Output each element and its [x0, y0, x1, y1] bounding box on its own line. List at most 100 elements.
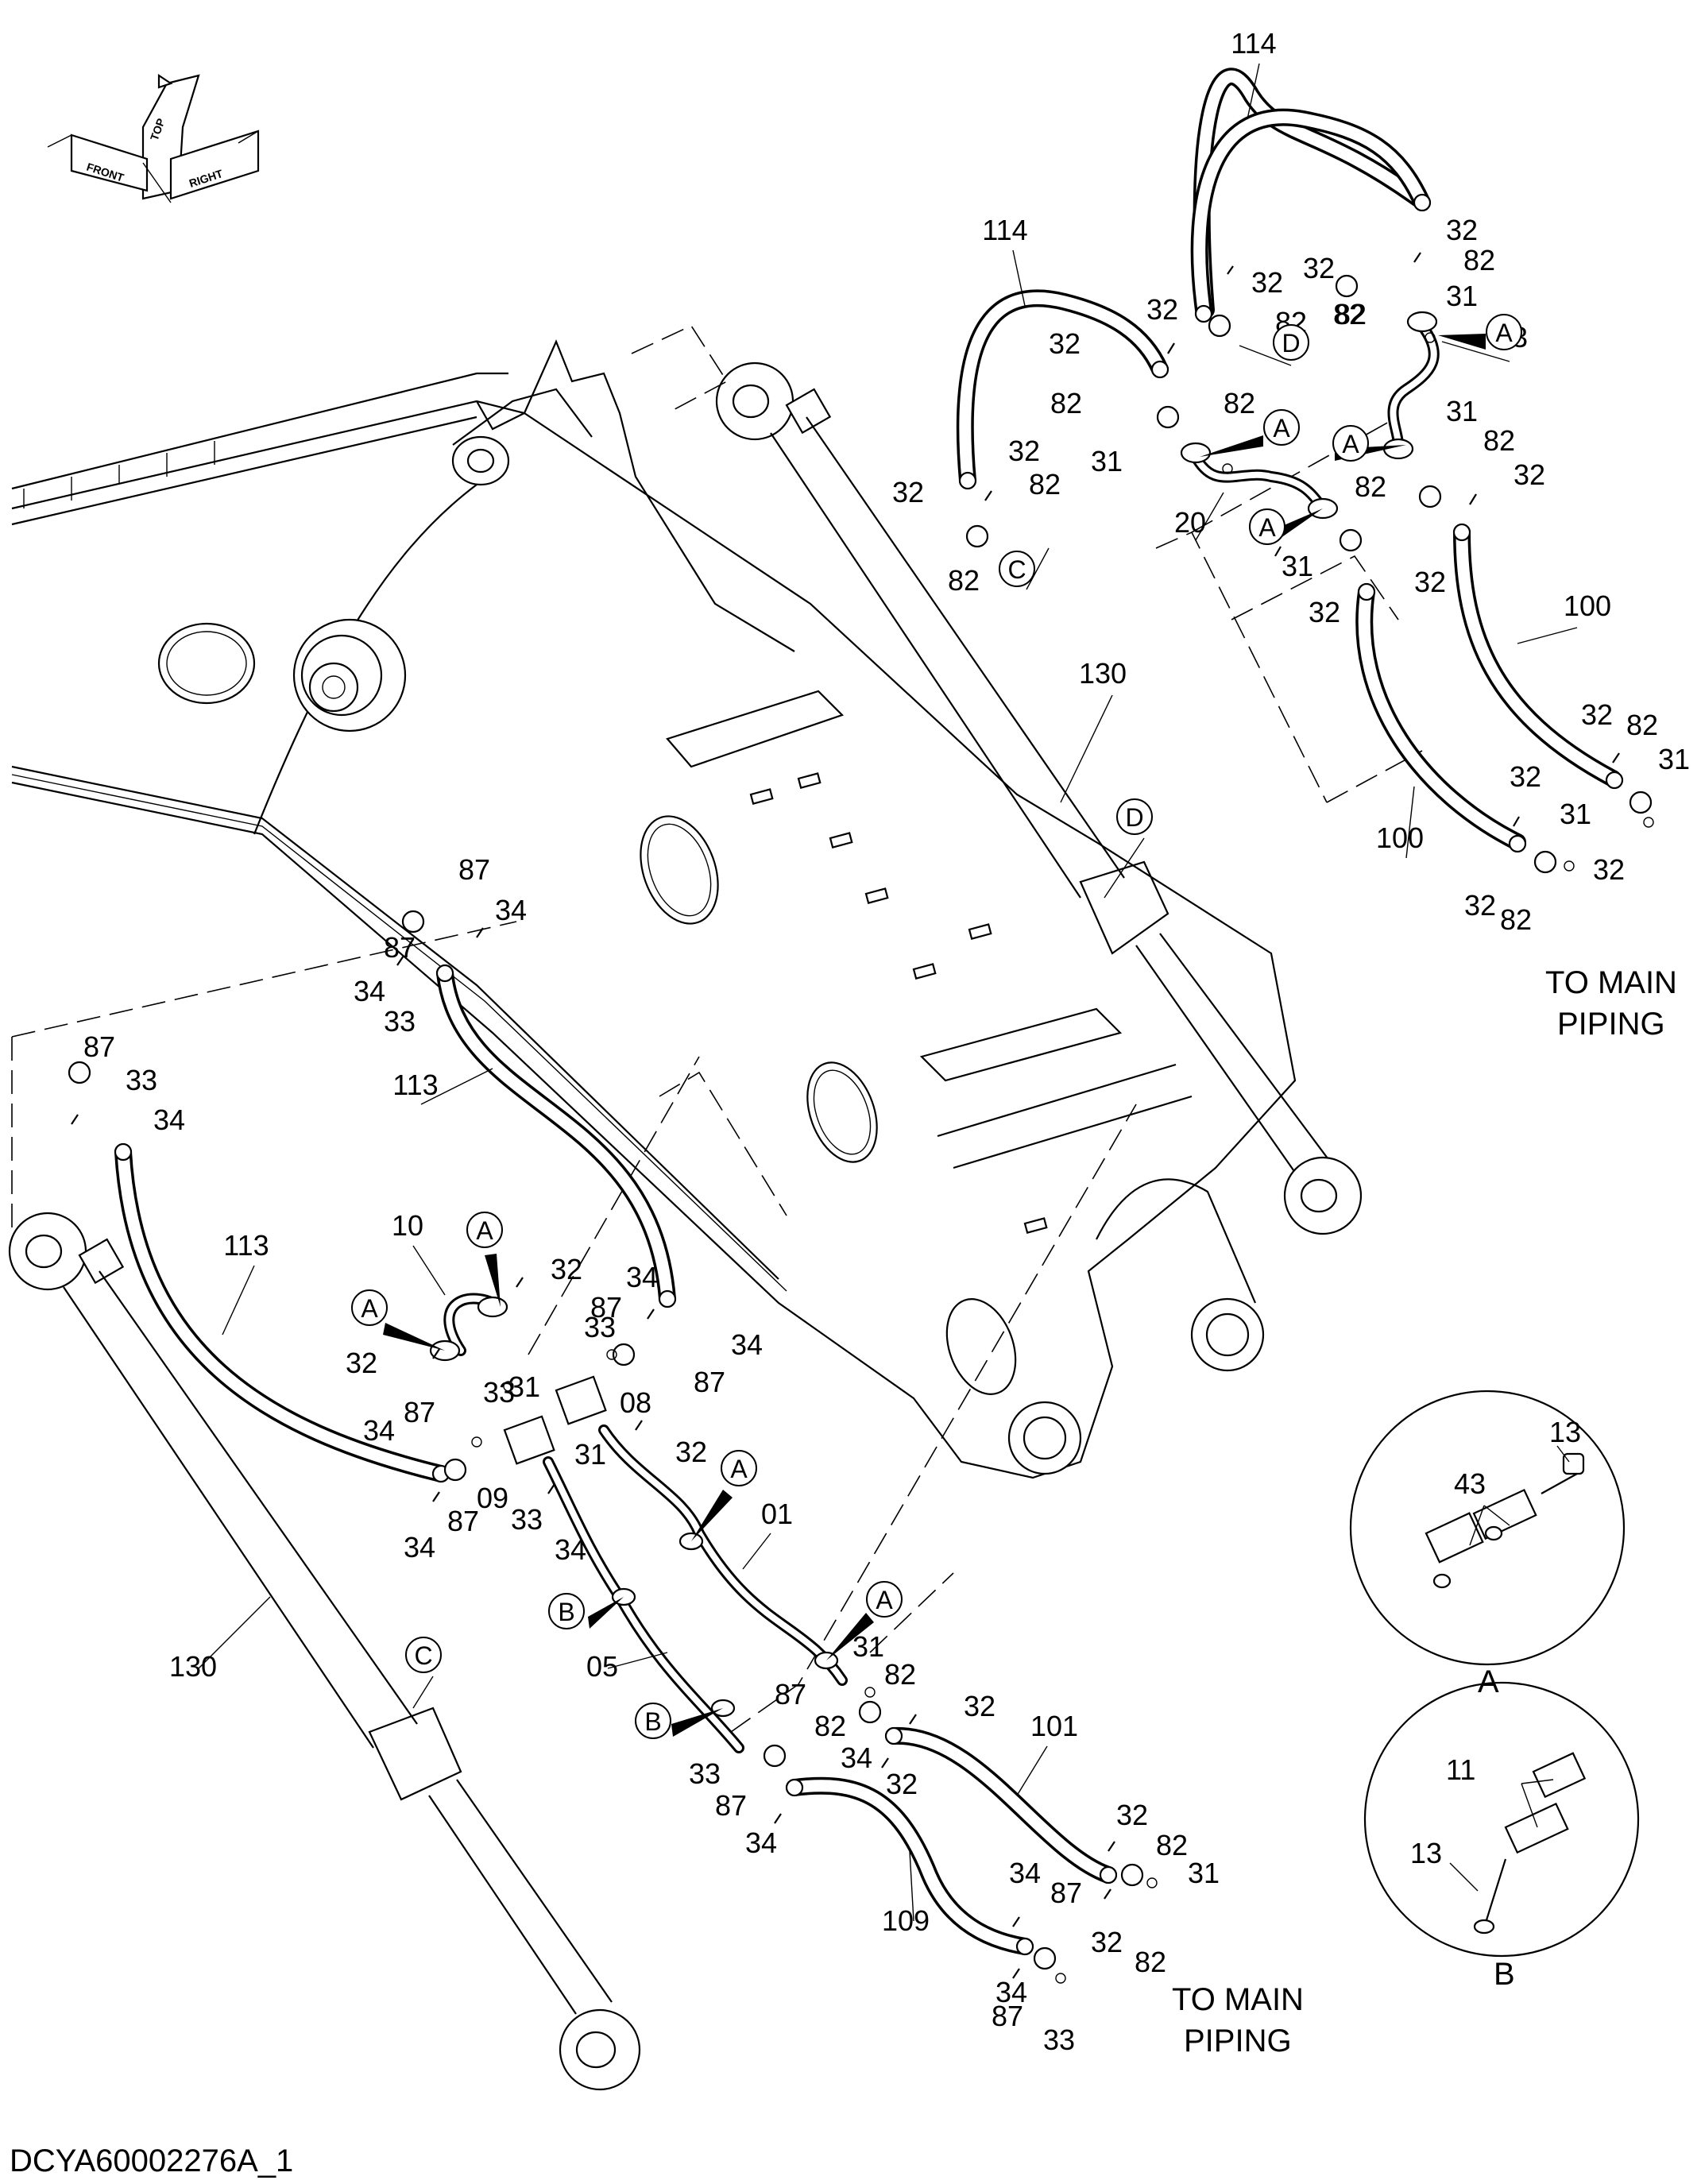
part-callout-32: 32 — [892, 476, 924, 508]
part-callout-87: 87 — [775, 1678, 806, 1710]
part-callout-34: 34 — [745, 1826, 777, 1859]
part-callout-34: 34 — [495, 894, 527, 926]
ref-letter-D: D — [1125, 803, 1143, 832]
part-callout-32: 32 — [1581, 698, 1613, 731]
ref-letter-A: A — [476, 1216, 493, 1245]
part-callout-34: 34 — [626, 1261, 658, 1293]
part-callout-32: 32 — [1514, 458, 1545, 491]
part-callout-87: 87 — [83, 1030, 115, 1063]
part-callout-32: 32 — [1446, 214, 1478, 246]
part-callout-05: 05 — [586, 1650, 618, 1683]
part-callout-31: 31 — [1560, 798, 1591, 830]
detail-B-title: B — [1494, 1957, 1515, 1992]
part-callout-34: 34 — [731, 1328, 763, 1361]
ref-circle-A: A — [1263, 409, 1300, 446]
part-callout-31: 31 — [1091, 445, 1123, 477]
part-callout-87: 87 — [458, 853, 490, 886]
part-callout-87: 87 — [694, 1366, 725, 1398]
part-callout-33: 33 — [1043, 2024, 1075, 2056]
part-callout-130: 130 — [169, 1650, 217, 1683]
note-to-main-piping-lower-1: TO MAIN — [1172, 1982, 1304, 2017]
ref-letter-A: A — [1258, 513, 1276, 542]
part-callout-82: 82 — [1029, 468, 1061, 501]
drawing-id: DCYA60002276A_1 — [10, 2143, 293, 2178]
part-callout-82: 82 — [1224, 387, 1255, 419]
part-callout-31: 31 — [1282, 550, 1313, 582]
detail-A-callout-43: 43 — [1454, 1467, 1486, 1500]
part-callout-82: 82 — [1483, 424, 1515, 457]
ref-letter-B: B — [558, 1598, 574, 1626]
part-callout-87: 87 — [404, 1396, 435, 1428]
part-callout-100: 100 — [1564, 589, 1611, 622]
part-callout-82: 82 — [1135, 1946, 1166, 1978]
detail-B-callout-13: 13 — [1410, 1837, 1442, 1869]
part-callout-34: 34 — [555, 1533, 586, 1566]
ref-circle-D: D — [1273, 324, 1309, 361]
ref-letter-C: C — [1007, 555, 1026, 584]
part-callout-82: 82 — [1626, 709, 1658, 741]
ref-circle-B: B — [635, 1703, 671, 1739]
boom-structure — [11, 339, 1297, 1479]
part-callout-31: 31 — [1658, 743, 1690, 775]
part-callout-31: 31 — [852, 1630, 884, 1663]
part-callout-82: 82 — [1333, 298, 1365, 330]
ref-circle-A: A — [1486, 314, 1522, 350]
part-callout-33: 33 — [689, 1757, 721, 1790]
ref-letter-C: C — [414, 1641, 432, 1670]
part-callout-08: 08 — [620, 1386, 651, 1419]
part-callout-32: 32 — [1414, 566, 1446, 598]
part-callout-09: 09 — [477, 1482, 508, 1514]
part-callout-32: 32 — [1303, 252, 1335, 284]
detail-view-A — [1349, 1390, 1626, 1666]
part-callout-34: 34 — [841, 1741, 872, 1774]
part-callout-20: 20 — [1174, 506, 1206, 539]
part-callout-82: 82 — [884, 1658, 916, 1691]
part-callout-114: 114 — [982, 214, 1027, 246]
part-callout-32: 32 — [1464, 889, 1496, 922]
part-callout-82: 82 — [814, 1710, 846, 1742]
hose-114-upper-arc — [1190, 108, 1431, 319]
ref-letter-A: A — [730, 1455, 748, 1483]
part-callout-34: 34 — [404, 1531, 435, 1564]
ref-circle-B: B — [548, 1593, 585, 1629]
hose-101 — [885, 1726, 1117, 1884]
part-callout-31: 31 — [508, 1370, 540, 1403]
part-callout-33: 33 — [584, 1311, 616, 1343]
leader-guides — [11, 324, 1423, 1733]
part-callout-87: 87 — [992, 2000, 1023, 2032]
ref-letter-B: B — [644, 1707, 661, 1736]
part-callout-87: 87 — [447, 1505, 479, 1537]
part-callout-113: 113 — [223, 1229, 269, 1262]
ref-circle-C: C — [405, 1637, 442, 1673]
part-callout-87: 87 — [715, 1789, 747, 1822]
part-callout-82: 82 — [1355, 470, 1386, 503]
part-callout-101: 101 — [1030, 1710, 1078, 1742]
part-callout-31: 31 — [1446, 395, 1478, 427]
ref-circle-A: A — [351, 1289, 388, 1326]
part-callout-32: 32 — [1309, 596, 1340, 628]
part-callout-32: 32 — [964, 1690, 995, 1722]
detail-B-callout-11: 11 — [1446, 1753, 1475, 1786]
part-callout-87: 87 — [384, 931, 416, 964]
cylinder-right — [715, 361, 1363, 1235]
fittings — [68, 193, 1654, 1984]
part-callout-32: 32 — [346, 1347, 377, 1379]
part-callout-33: 33 — [126, 1064, 157, 1096]
part-callout-32: 32 — [551, 1253, 582, 1285]
part-callout-32: 32 — [1593, 853, 1625, 886]
ref-circle-A: A — [866, 1581, 903, 1618]
hose-100-right — [1453, 524, 1622, 787]
part-callout-34: 34 — [363, 1414, 395, 1447]
part-callout-32: 32 — [1146, 293, 1178, 326]
ref-letter-A: A — [361, 1294, 378, 1323]
note-to-main-piping-upper-2: PIPING — [1557, 1007, 1665, 1042]
part-callout-32: 32 — [1510, 760, 1541, 793]
part-callout-01: 01 — [761, 1498, 793, 1530]
part-callout-82: 82 — [1050, 387, 1082, 419]
part-callout-82: 82 — [1156, 1829, 1188, 1861]
part-callout-33: 33 — [384, 1005, 416, 1038]
part-callout-33: 33 — [483, 1376, 515, 1409]
part-callout-34: 34 — [354, 975, 385, 1007]
part-callout-32: 32 — [1008, 435, 1040, 467]
